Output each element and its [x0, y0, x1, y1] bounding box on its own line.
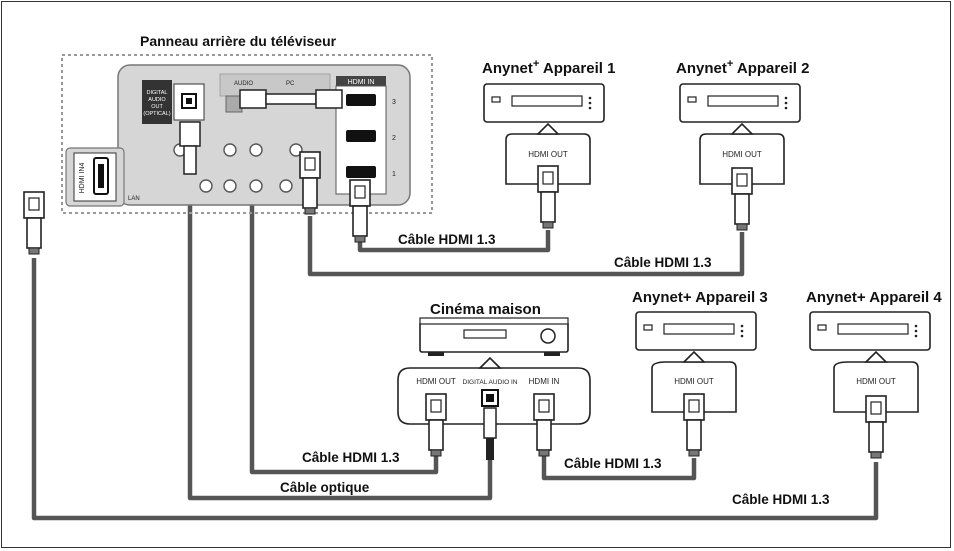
hdmi-port-2-label: 2 — [392, 135, 396, 142]
ht-digital-audio-in: DIGITAL AUDIO IN — [463, 379, 518, 386]
ht-hdmi-out: HDMI OUT — [416, 377, 456, 386]
device2-hdmi-out: HDMI OUT — [722, 150, 762, 159]
ht-hdmi-in: HDMI IN — [529, 377, 560, 386]
tv-panel-title: Panneau arrière du téléviseur — [140, 33, 337, 49]
home-theater: Cinéma maison HDMI OUT DIGITAL AUDIO IN … — [397, 301, 591, 460]
hdmi-port-3-label: 3 — [392, 99, 396, 106]
device1-hdmi-out: HDMI OUT — [528, 150, 568, 159]
plug-hdmi1 — [349, 179, 371, 243]
device1-title: Anynet+ Appareil 1 — [482, 58, 615, 77]
device3-hdmi-out: HDMI OUT — [674, 377, 714, 386]
home-theater-title: Cinéma maison — [430, 301, 541, 318]
digital-audio-out-label-3: OUT — [151, 104, 163, 110]
cable-hdmi1-to-device1 — [357, 230, 551, 253]
cable-label-hdmi-device4: Câble HDMI 1.3 — [732, 492, 830, 507]
plug-hdmi2 — [299, 151, 321, 215]
lan-label: LAN — [128, 196, 140, 202]
cable-hdmi-to-ht-out — [249, 104, 439, 475]
device4-title: Anynet+ Appareil 4 — [806, 289, 942, 306]
cable-label-hdmi-device2: Câble HDMI 1.3 — [614, 255, 712, 270]
device-4: Anynet+ Appareil 4 HDMI OUT — [806, 289, 942, 459]
pc-label: PC — [286, 81, 295, 87]
device2-title: Anynet+ Appareil 2 — [676, 58, 809, 77]
hdmi-in4-label: HDMI IN4 — [79, 163, 86, 194]
hdmi-in-header: HDMI IN — [348, 79, 375, 86]
cable-label-optical: Câble optique — [280, 480, 370, 495]
digital-audio-out-label-4: (OPTICAL) — [143, 111, 170, 117]
cable-label-hdmi-ht-out: Câble HDMI 1.3 — [302, 450, 400, 465]
hdmi-port-1-label: 1 — [392, 171, 396, 178]
plug-hdmi4 — [23, 191, 45, 255]
cable-ht-in-to-device3 — [541, 456, 697, 481]
digital-audio-out-label-2: AUDIO — [148, 97, 166, 103]
cable-hdmi2-to-device2 — [307, 216, 745, 277]
cable-label-hdmi-device3: Câble HDMI 1.3 — [564, 456, 662, 471]
audio-label: AUDIO — [234, 81, 253, 87]
cable-label-hdmi-device1: Câble HDMI 1.3 — [398, 232, 496, 247]
tv-rear-panel: HDMI IN4 DIGITAL AUDIO OUT (OPTICAL) AUD… — [61, 54, 433, 214]
device-1: Anynet+ Appareil 1 HDMI OUT — [482, 58, 615, 229]
device-2: Anynet+ Appareil 2 HDMI OUT — [676, 58, 809, 231]
digital-audio-out-label-1: DIGITAL — [147, 90, 168, 96]
cable-hdmi-in4-to-device4 — [31, 258, 879, 521]
device-3: Anynet+ Appareil 3 HDMI OUT — [632, 289, 768, 457]
cable-optical — [187, 180, 493, 501]
device4-hdmi-out: HDMI OUT — [856, 377, 896, 386]
device3-title: Anynet+ Appareil 3 — [632, 289, 768, 306]
cables — [31, 104, 879, 521]
